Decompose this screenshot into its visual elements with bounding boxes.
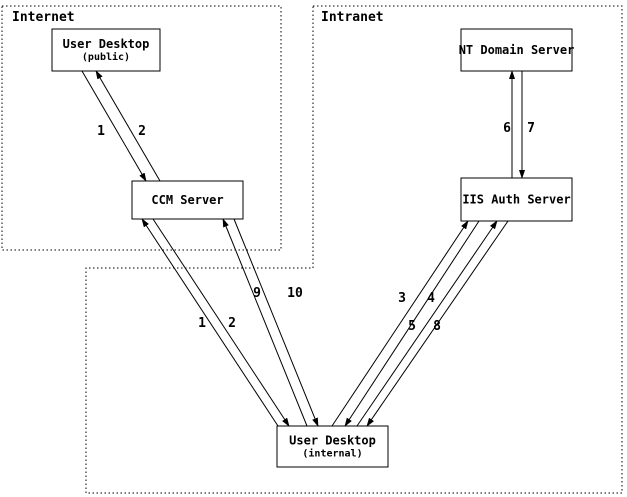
user-desktop-internal-label: User Desktop (289, 434, 376, 448)
step-label-9: 9 (253, 286, 261, 301)
user-desktop-public-box (51, 28, 161, 72)
step5-internal-desktop-to-iis-arrow (356, 220, 498, 427)
step2-ccm-to-public-desktop-arrow (95, 70, 161, 182)
nt-domain-server-label: NT Domain Server (459, 43, 575, 57)
step2-ccm-to-internal-desktop-arrow (152, 218, 290, 427)
iis-auth-server-box (460, 177, 573, 222)
user-desktop-public-label: User Desktop (63, 37, 150, 51)
user-desktop-public-sublabel: (public) (82, 51, 130, 63)
step-label-2: 2 (228, 316, 236, 331)
intranet-zone-border (85, 5, 623, 494)
step8-iis-to-internal-desktop-arrow (366, 220, 509, 427)
step10-ccm-to-internal-desktop-arrow (233, 218, 319, 427)
user-desktop-internal-sublabel: (internal) (302, 448, 362, 460)
step-label-3: 3 (398, 291, 406, 306)
step-label-8: 8 (433, 319, 441, 334)
step-label-10: 10 (287, 286, 303, 301)
step-label-5: 5 (408, 319, 416, 334)
user-desktop-internal-box (276, 425, 389, 468)
iis-auth-server-label: IIS Auth Server (462, 193, 570, 207)
step1-internal-desktop-to-ccm-arrow (141, 218, 279, 427)
ccm-server-label: CCM Server (151, 193, 223, 207)
ccm-server-box (131, 180, 244, 220)
internet-zone-label: Internet (12, 10, 75, 25)
step-label-1: 1 (97, 124, 105, 139)
nt-domain-server-box (460, 28, 573, 72)
step9-internal-desktop-to-ccm-arrow (222, 218, 308, 427)
step3-internal-desktop-to-iis-arrow (331, 220, 469, 427)
step1-public-desktop-to-ccm-arrow (81, 70, 147, 182)
step-label-2: 2 (138, 124, 146, 139)
step-label-7: 7 (527, 121, 535, 136)
step-label-4: 4 (427, 291, 435, 306)
step-label-1: 1 (198, 316, 206, 331)
intranet-zone-label: Intranet (321, 10, 384, 25)
step-label-6: 6 (503, 121, 511, 136)
step4-iis-to-internal-desktop-arrow (344, 220, 480, 427)
